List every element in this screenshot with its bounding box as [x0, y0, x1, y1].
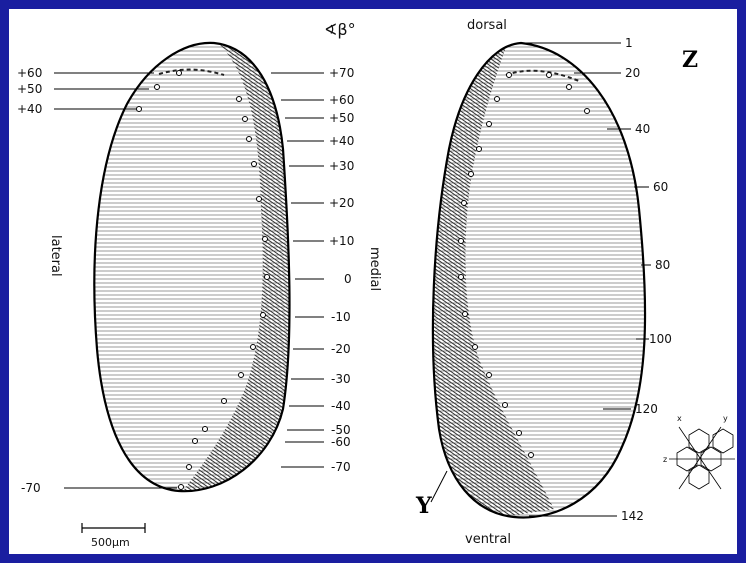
- medial-tick-label: -30: [331, 372, 351, 386]
- figure-drawing: ∢β° +60 +50 +40 -70 +70 +60 +50 +40 +30 …: [9, 9, 737, 554]
- left-eye-drawing: [54, 39, 324, 499]
- scale-bar: [82, 523, 145, 533]
- eye-figure: ∢β° +60 +50 +40 -70 +70 +60 +50 +40 +30 …: [9, 9, 737, 554]
- medial-tick-label: +40: [329, 134, 354, 148]
- medial-tick-label: +20: [329, 196, 354, 210]
- y-label: Y: [415, 493, 432, 519]
- left-tick-label: -70: [21, 481, 41, 495]
- lateral-label: lateral: [48, 235, 63, 277]
- medial-tick-label: +10: [329, 234, 354, 248]
- left-tick-label: +40: [17, 102, 42, 116]
- medial-tick-label: -60: [331, 435, 351, 449]
- right-eye-drawing: [429, 39, 659, 529]
- medial-tick-label: -10: [331, 310, 351, 324]
- z-label: Z: [682, 47, 698, 73]
- inset-glyph: [669, 427, 735, 489]
- ventral-label: ventral: [465, 532, 511, 547]
- left-tick-label: +60: [17, 66, 42, 80]
- medial-tick-label: -40: [331, 399, 351, 413]
- inset-y-label: y: [723, 414, 728, 423]
- dorsal-label: dorsal: [467, 18, 507, 33]
- scale-bar-label: 500μm: [91, 536, 130, 549]
- inset-x-label: x: [677, 414, 682, 423]
- inset-z-label: z: [663, 455, 667, 464]
- right-tick-label: 40: [635, 122, 650, 136]
- right-tick-label: 60: [653, 180, 668, 194]
- right-tick-label: 120: [635, 402, 658, 416]
- right-tick-label: 142: [621, 509, 644, 523]
- medial-tick-label: +60: [329, 93, 354, 107]
- right-tick-label: 100: [649, 332, 672, 346]
- medial-tick-label: 0: [344, 272, 352, 286]
- medial-tick-label: +70: [329, 66, 354, 80]
- medial-tick-label: -20: [331, 342, 351, 356]
- medial-tick-label: +30: [329, 159, 354, 173]
- medial-label: medial: [367, 247, 382, 291]
- medial-tick-label: -70: [331, 460, 351, 474]
- right-tick-label: 20: [625, 66, 640, 80]
- medial-tick-label: +50: [329, 111, 354, 125]
- angle-label: ∢β°: [324, 20, 356, 39]
- right-tick-label: 80: [655, 258, 670, 272]
- left-tick-label: +50: [17, 82, 42, 96]
- right-tick-label: 1: [625, 36, 633, 50]
